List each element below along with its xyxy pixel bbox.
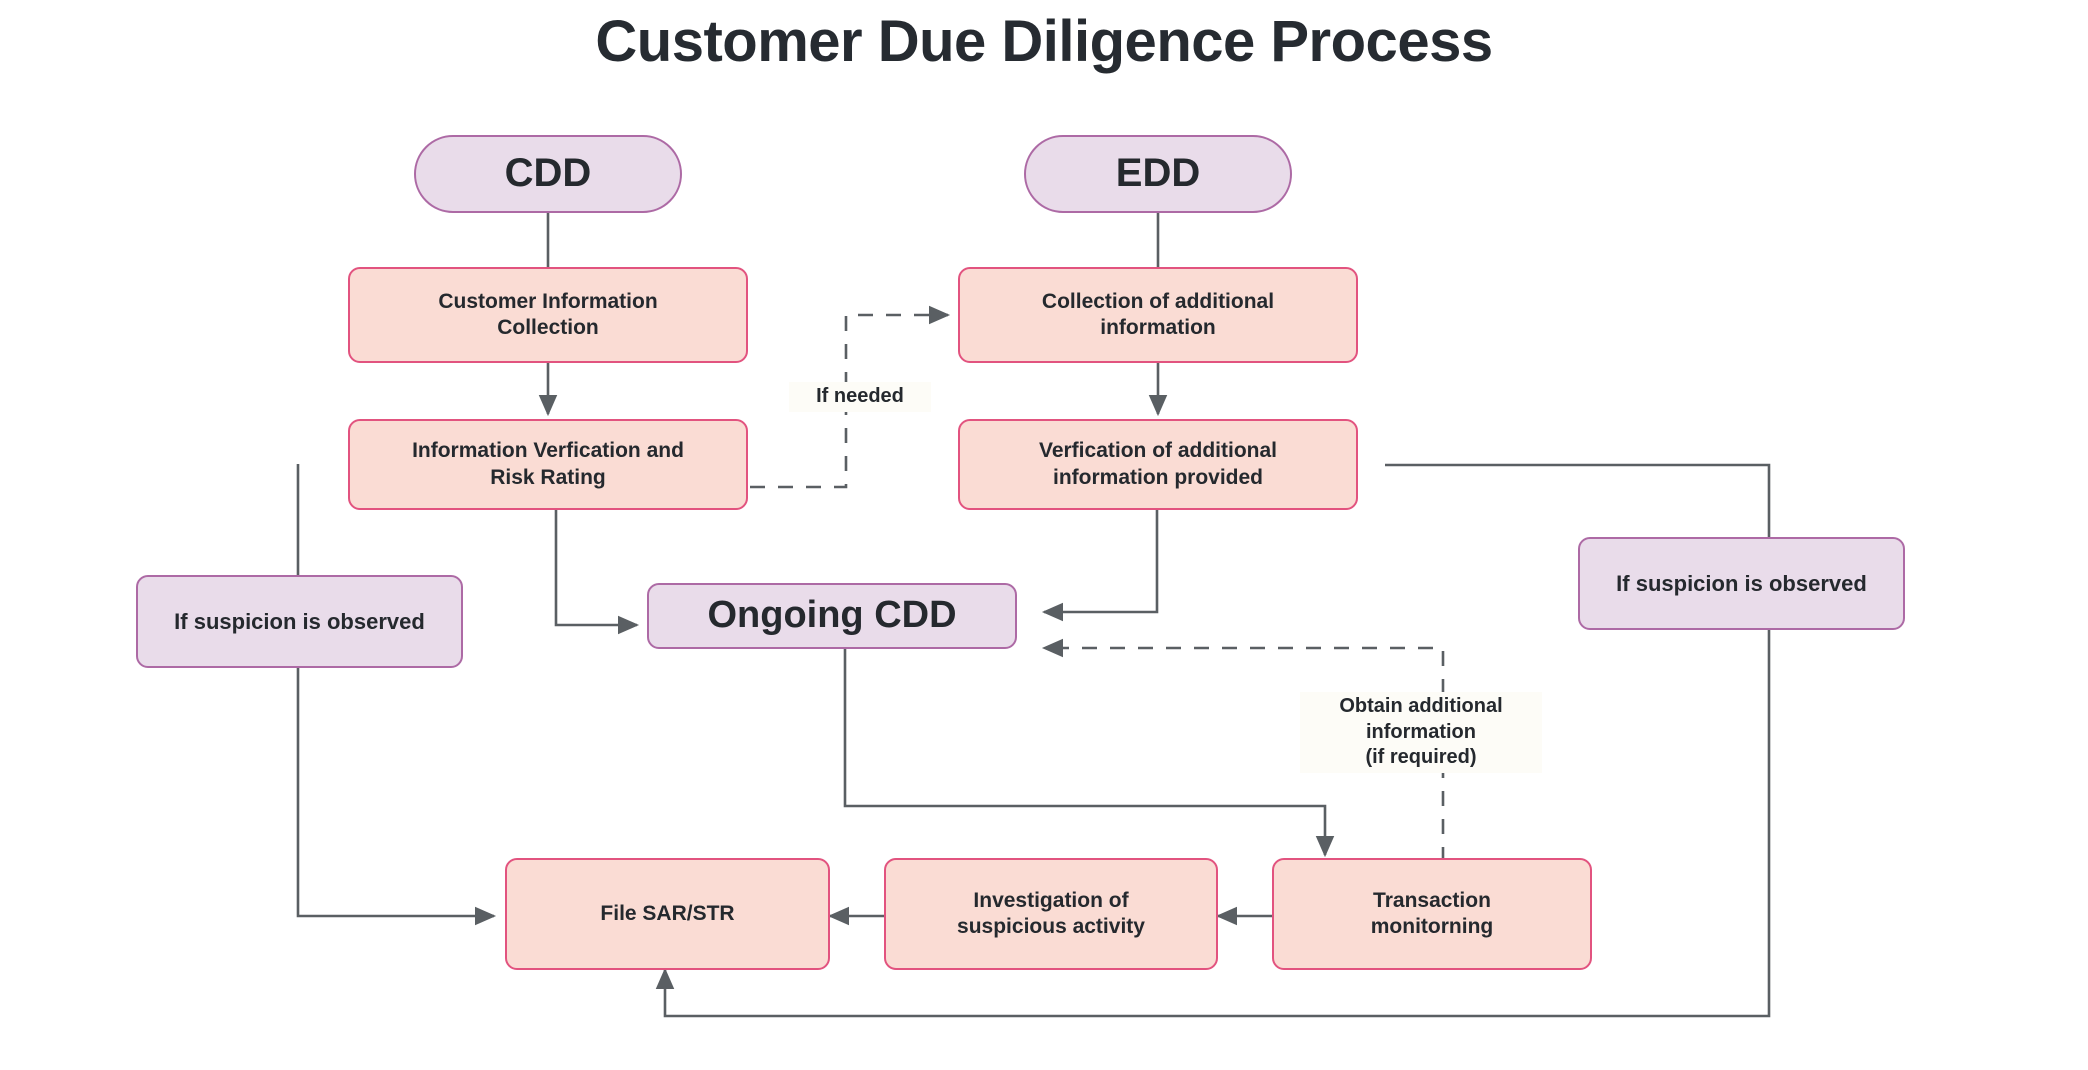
node-if-suspicion-observed-left[interactable]: If suspicion is observed	[136, 575, 463, 668]
node-file-sar-str-label: File SAR/STR	[600, 901, 735, 925]
node-verification-of-additional-information-provided-label: Verfication of additional information pr…	[1038, 439, 1278, 489]
edge-ongoing-cdd-to-transaction-monitoring	[843, 648, 1335, 858]
edge-label-obtain-additional-information: Obtain additional information (if requir…	[1300, 692, 1542, 773]
edge-verification-additional-to-ongoing-cdd	[1041, 510, 1159, 622]
node-if-suspicion-observed-right[interactable]: If suspicion is observed	[1578, 537, 1905, 630]
node-collection-of-additional-information-label: Collection of additional information	[1041, 289, 1275, 339]
edge-info-verification-to-ongoing-cdd	[554, 510, 640, 635]
node-investigation-of-suspicious-activity[interactable]: Investigation of suspicious activity	[884, 858, 1218, 970]
node-edd-label: EDD	[1115, 151, 1201, 196]
node-collection-of-additional-information[interactable]: Collection of additional information	[958, 267, 1358, 363]
node-transaction-monitoring[interactable]: Transaction monitorning	[1272, 858, 1592, 970]
page-title: Customer Due Diligence Process	[595, 9, 1493, 74]
node-customer-information-collection[interactable]: Customer Information Collection	[348, 267, 748, 363]
node-verification-of-additional-information-provided[interactable]: Verfication of additional information pr…	[958, 419, 1358, 510]
node-if-suspicion-observed-right-label: If suspicion is observed	[1616, 570, 1867, 596]
node-transaction-monitoring-label: Transaction monitorning	[1370, 888, 1494, 938]
node-information-verification-and-risk-rating[interactable]: Information Verfication and Risk Rating	[348, 419, 748, 510]
edge-left-suspicion-to-file-sar	[296, 464, 497, 926]
node-cdd[interactable]: CDD	[414, 135, 682, 213]
node-ongoing-cdd[interactable]: Ongoing CDD	[647, 583, 1017, 649]
node-investigation-of-suspicious-activity-label: Investigation of suspicious activity	[957, 888, 1145, 938]
node-information-verification-and-risk-rating-label: Information Verfication and Risk Rating	[412, 439, 684, 489]
node-customer-information-collection-label: Customer Information Collection	[438, 289, 658, 339]
node-cdd-label: CDD	[504, 151, 592, 196]
node-edd[interactable]: EDD	[1024, 135, 1292, 213]
node-if-suspicion-observed-left-label: If suspicion is observed	[174, 608, 425, 634]
edge-label-if-needed: If needed	[789, 382, 931, 412]
node-ongoing-cdd-label: Ongoing CDD	[707, 594, 957, 637]
node-file-sar-str[interactable]: File SAR/STR	[505, 858, 830, 970]
